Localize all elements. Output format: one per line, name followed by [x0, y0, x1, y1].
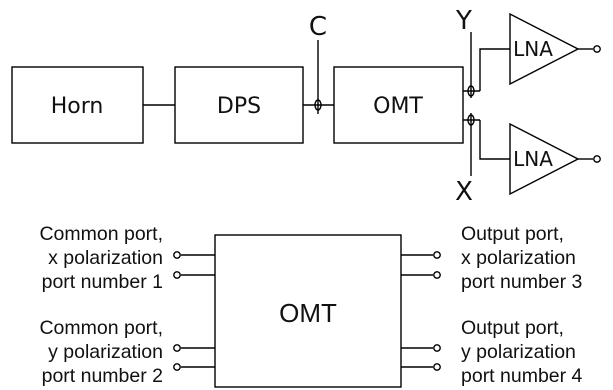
port2-b-terminal [173, 363, 181, 371]
x-to-lna-line [479, 120, 510, 160]
c-port-marker [314, 99, 322, 111]
lna-top-label: LNA [513, 37, 553, 61]
y-port-marker [467, 85, 475, 97]
lna-bottom-triangle [509, 122, 580, 196]
c-label: C [309, 12, 327, 42]
horn-label: Horn [51, 94, 104, 119]
port4-line2: y polarization [461, 341, 576, 363]
x-label: X [455, 177, 473, 207]
port2-line1: Common port, [39, 317, 163, 339]
port3-line3: port number 3 [461, 271, 582, 293]
port4-line1: Output port, [461, 317, 564, 339]
port2-a-terminal [173, 344, 181, 352]
y-to-lna-line [479, 48, 510, 91]
omt-detail-title: OMT [279, 298, 337, 328]
port1-b-terminal [173, 271, 181, 279]
port1-a-terminal [173, 251, 181, 259]
port2-line3: port number 2 [42, 365, 163, 387]
port4-a-terminal [433, 344, 441, 352]
port3-line1: Output port, [461, 223, 564, 245]
omt-detail-box [214, 234, 402, 388]
port4-b-terminal [433, 363, 441, 371]
port4-line3: port number 4 [461, 365, 583, 387]
lna-top-triangle [509, 12, 580, 86]
dps-label: DPS [217, 94, 261, 119]
x-port-marker [467, 114, 475, 126]
port3-a-terminal [433, 251, 441, 259]
port1-line1: Common port, [39, 223, 163, 245]
port3-b-terminal [433, 271, 441, 279]
y-label: Y [455, 6, 472, 36]
port3-line2: x polarization [461, 247, 576, 269]
port2-line2: y polarization [48, 341, 163, 363]
lna-bottom-label: LNA [513, 147, 553, 171]
port1-line3: port number 1 [42, 271, 163, 293]
lna-bottom-out-terminal [593, 155, 601, 163]
port1-line2: x polarization [48, 247, 163, 269]
omt-label: OMT [373, 94, 423, 119]
lna-top-out-terminal [593, 45, 601, 53]
